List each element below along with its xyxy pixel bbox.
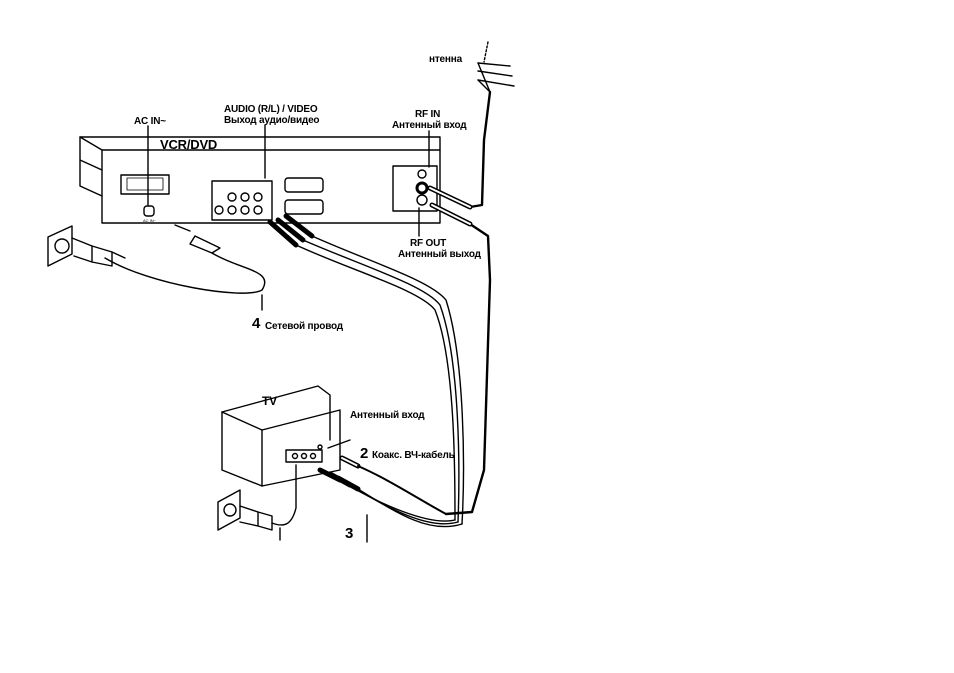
antenna-icon <box>470 42 514 207</box>
ac-in-label: AC IN~ <box>134 116 166 127</box>
rf-out-label: RF OUT <box>410 238 446 249</box>
rf-in-label: RF IN <box>415 109 440 120</box>
rf-out-sub-label: Антенный выход <box>398 249 481 260</box>
wall-socket-icon <box>48 226 125 266</box>
av-cable-bundle <box>270 216 463 527</box>
vcr-dvd-unit <box>80 137 440 223</box>
power-cable-number: 4 <box>252 316 260 331</box>
wall-socket-icon-tv <box>218 465 296 540</box>
audio-video-sub-label: Выход аудио/видео <box>224 115 319 126</box>
ac-in-small-label: AC IN~ <box>143 218 156 223</box>
tv-antenna-label: Антенный вход <box>350 410 424 421</box>
audio-video-label: AUDIO (R/L) / VIDEO <box>224 104 317 115</box>
rf-in-sub-label: Антенный вход <box>392 120 466 131</box>
av-cable-number: 3 <box>345 526 353 541</box>
coax-label: Коакс. ВЧ-кабель <box>372 450 455 461</box>
coax-number: 2 <box>360 446 368 461</box>
vcr-dvd-label: VCR/DVD <box>160 139 217 150</box>
power-cable-label: Сетевой провод <box>265 321 343 332</box>
tv-label: TV <box>262 396 277 407</box>
antenna-label: нтенна <box>429 54 462 65</box>
power-cable <box>105 225 265 310</box>
